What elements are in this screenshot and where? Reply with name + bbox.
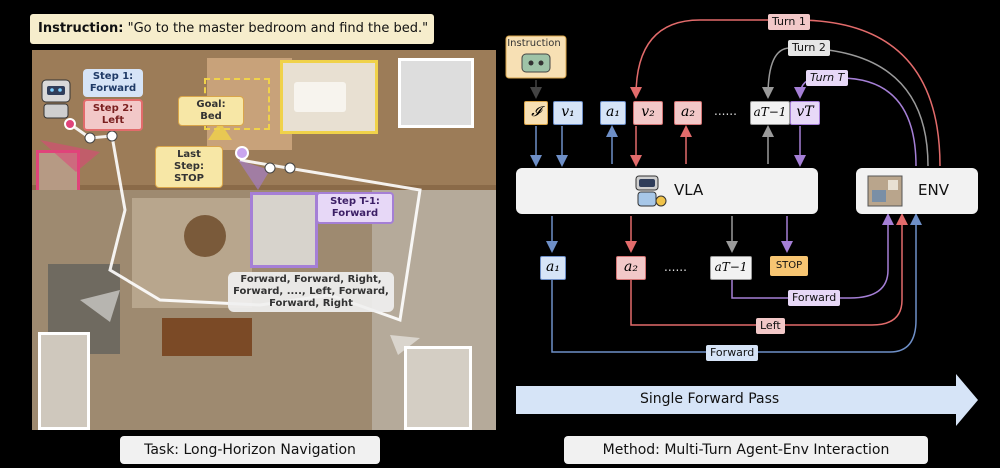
traj-node xyxy=(264,162,276,174)
step1-title: Step 1: xyxy=(92,71,134,82)
turnt-arc xyxy=(794,77,917,167)
trajectory-overlay xyxy=(40,79,422,355)
traj-node xyxy=(284,162,296,174)
output-token-at1: aT−1 xyxy=(710,256,752,280)
interaction-diagram xyxy=(505,19,978,426)
traj-node xyxy=(84,132,96,144)
single-forward-pass-arrow xyxy=(516,374,978,426)
instruction-banner: Instruction: "Go to the master bedroom a… xyxy=(30,14,434,44)
bed-shape xyxy=(294,82,346,112)
robot-icon xyxy=(41,79,71,119)
goal-bubble: Goal: Bed xyxy=(178,96,244,126)
step-t1-bubble: Step T-1: Forward xyxy=(316,192,394,224)
right-caption: Method: Multi-Turn Agent-Env Interaction xyxy=(564,436,928,464)
step2-bubble: Step 2: Left xyxy=(83,99,143,131)
token-a1: a₁ xyxy=(600,101,626,125)
instruction-text: "Go to the master bedroom and find the b… xyxy=(127,21,429,36)
goal-node xyxy=(235,146,249,160)
goal-view-cone xyxy=(208,122,232,140)
start-view-cone xyxy=(40,140,100,172)
traj-node xyxy=(106,130,118,142)
tminus1-view-cone xyxy=(238,160,270,190)
action-seq-line: Forward, Forward, Right, xyxy=(240,274,382,285)
view-cone-right xyxy=(390,335,420,355)
goal-label: Goal: Bed xyxy=(196,99,226,122)
output-token-stop: STOP xyxy=(770,256,808,276)
room-photo-bottomright xyxy=(404,346,472,430)
single-forward-pass-label: Single Forward Pass xyxy=(640,391,780,407)
view-cone-left xyxy=(80,290,120,322)
env-box: ENV xyxy=(856,168,978,214)
turnt-label: Turn T xyxy=(806,70,849,86)
last-step-action: STOP xyxy=(174,173,204,184)
feedback-left-red xyxy=(630,213,908,326)
instruction-icon xyxy=(505,35,567,79)
action-seq-line: Forward, Right xyxy=(269,298,353,309)
feedback-left-label: Left xyxy=(756,318,785,334)
step2-title: Step 2: xyxy=(92,103,134,114)
instruction-icon-label: Instruction xyxy=(507,38,561,49)
action-seq-line: Forward, ...., Left, Forward, xyxy=(233,286,389,297)
room-photo-bottomleft xyxy=(38,332,90,430)
action-sequence-box: Forward, Forward, Right, Forward, ...., … xyxy=(228,272,394,312)
step-t1-action: Forward xyxy=(331,208,379,219)
feedback-forward-blue-label: Forward xyxy=(706,345,759,361)
feedback-forward-purple xyxy=(731,213,894,299)
turn2-label: Turn 2 xyxy=(788,40,830,56)
turn1-arc xyxy=(630,19,941,167)
output-token-a1: a₁ xyxy=(540,256,566,280)
start-node xyxy=(64,118,76,130)
token-v2: v₂ xyxy=(633,101,663,125)
token-instruction: 𝓘 xyxy=(524,101,548,125)
last-step-bubble: Last Step: STOP xyxy=(155,146,223,188)
step1-bubble: Step 1: Forward xyxy=(83,69,143,97)
step1-action: Forward xyxy=(89,83,137,94)
step-t1-title: Step T-1: xyxy=(330,196,380,207)
turn1-label: Turn 1 xyxy=(768,14,810,30)
token-vt: vT xyxy=(790,101,820,125)
env-label: ENV xyxy=(918,181,949,199)
room-photo-topright xyxy=(398,58,474,128)
left-caption: Task: Long-Horizon Navigation xyxy=(120,436,380,464)
instruction-label: Instruction: xyxy=(38,21,124,36)
vla-label: VLA xyxy=(674,181,704,199)
last-step-title: Last Step: xyxy=(174,149,204,172)
feedback-forward-purple-label: Forward xyxy=(788,290,841,306)
token-at1: aT−1 xyxy=(750,101,790,125)
vla-box: VLA xyxy=(516,168,818,214)
round-rug xyxy=(184,215,226,257)
env-room-icon xyxy=(867,175,903,207)
token-ellipsis-top: ...... xyxy=(714,104,737,118)
token-ellipsis-bottom: ...... xyxy=(664,260,687,274)
step-t1-photo xyxy=(250,192,318,268)
robot-icon xyxy=(635,175,667,207)
output-token-a2: a₂ xyxy=(616,256,646,280)
feedback-forward-blue xyxy=(551,213,922,353)
step2-action: Left xyxy=(101,115,125,126)
token-v1: v₁ xyxy=(553,101,583,125)
token-a2: a₂ xyxy=(674,101,702,125)
dining-table xyxy=(162,318,252,356)
